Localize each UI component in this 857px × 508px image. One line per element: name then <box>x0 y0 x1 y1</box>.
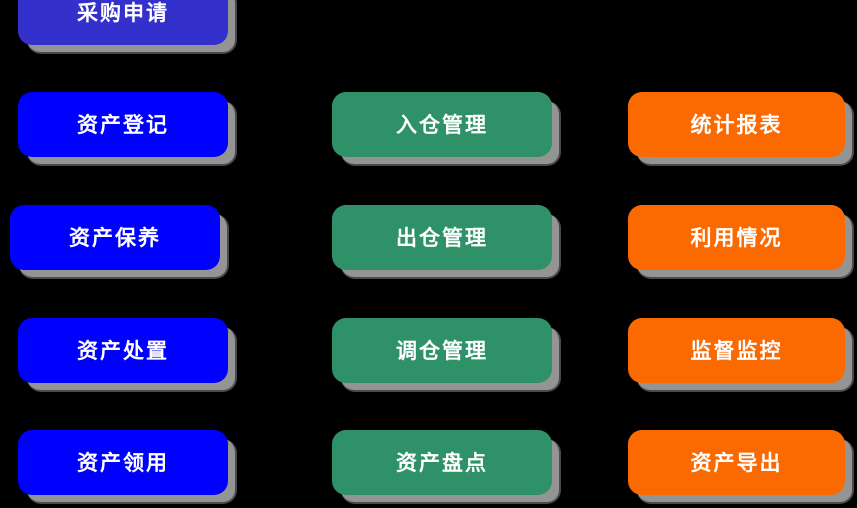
node-face[interactable]: 监督监控 <box>628 318 845 383</box>
node-transfer-management[interactable]: 调仓管理 <box>332 318 561 392</box>
node-asset-requisition[interactable]: 资产领用 <box>18 430 237 504</box>
node-face[interactable]: 出仓管理 <box>332 205 552 270</box>
node-label: 资产导出 <box>690 450 783 475</box>
node-label: 出仓管理 <box>396 225 488 250</box>
node-label: 统计报表 <box>690 112 783 137</box>
node-face[interactable]: 资产导出 <box>628 430 845 495</box>
node-label: 利用情况 <box>690 225 783 250</box>
node-label: 资产盘点 <box>396 450 488 475</box>
node-purchase-request[interactable]: 采购申请 <box>18 0 237 54</box>
node-utilization-status[interactable]: 利用情况 <box>628 205 854 279</box>
node-supervision-monitor[interactable]: 监督监控 <box>628 318 854 392</box>
node-face[interactable]: 入仓管理 <box>332 92 552 157</box>
node-face[interactable]: 资产盘点 <box>332 430 552 495</box>
node-inbound-management[interactable]: 入仓管理 <box>332 92 561 166</box>
node-outbound-management[interactable]: 出仓管理 <box>332 205 561 279</box>
node-label: 监督监控 <box>690 338 783 363</box>
node-face[interactable]: 利用情况 <box>628 205 845 270</box>
node-asset-disposal[interactable]: 资产处置 <box>18 318 237 392</box>
node-label: 资产处置 <box>77 338 169 363</box>
node-statistical-report[interactable]: 统计报表 <box>628 92 854 166</box>
node-face[interactable]: 统计报表 <box>628 92 845 157</box>
node-label: 调仓管理 <box>396 338 488 363</box>
node-asset-maintenance[interactable]: 资产保养 <box>10 205 229 279</box>
node-label: 资产领用 <box>77 450 169 475</box>
node-asset-inventory[interactable]: 资产盘点 <box>332 430 561 504</box>
node-label: 采购申请 <box>77 0 169 25</box>
node-face[interactable]: 采购申请 <box>18 0 228 45</box>
node-asset-registration[interactable]: 资产登记 <box>18 92 237 166</box>
node-face[interactable]: 资产领用 <box>18 430 228 495</box>
node-label: 资产登记 <box>77 112 169 137</box>
node-label: 资产保养 <box>69 225 161 250</box>
node-face[interactable]: 资产处置 <box>18 318 228 383</box>
node-asset-export[interactable]: 资产导出 <box>628 430 854 504</box>
node-face[interactable]: 资产保养 <box>10 205 220 270</box>
node-face[interactable]: 调仓管理 <box>332 318 552 383</box>
node-label: 入仓管理 <box>396 112 488 137</box>
node-face[interactable]: 资产登记 <box>18 92 228 157</box>
